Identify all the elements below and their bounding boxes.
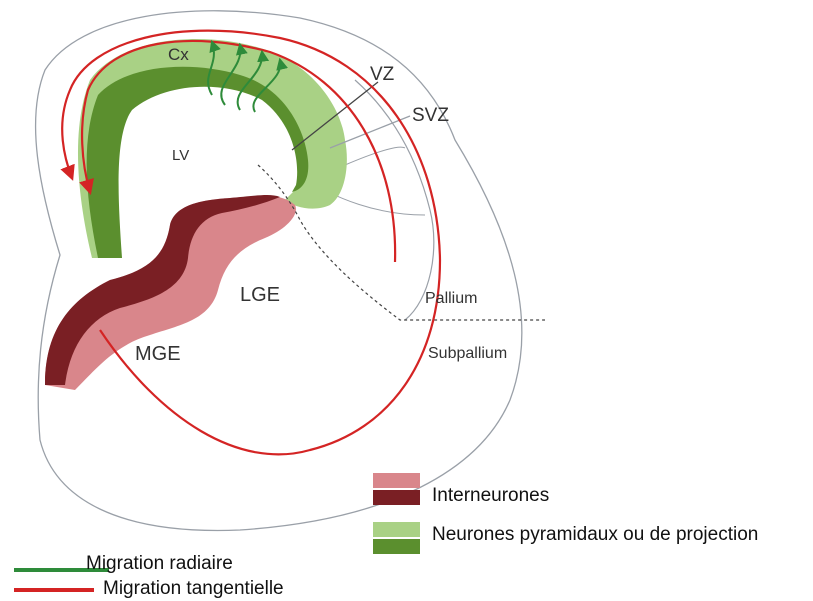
label-mge: MGE: [135, 343, 181, 365]
pyramidal-dark-swatch: [373, 539, 420, 554]
label-lv: LV: [172, 147, 189, 164]
label-cx: Cx: [168, 45, 189, 64]
tangential-migration-line: [14, 588, 94, 592]
label-lge: LGE: [240, 284, 280, 306]
label-vz: VZ: [370, 64, 395, 85]
interneuron-dark-swatch: [373, 490, 420, 505]
interneuron-light-swatch: [373, 473, 420, 488]
legend-pyramidal: Neurones pyramidaux ou de projection: [432, 524, 758, 546]
legend-radial: Migration radiaire: [86, 553, 233, 575]
legend-interneurons: Interneurones: [432, 485, 549, 507]
label-svz: SVZ: [412, 105, 449, 126]
label-pallium: Pallium: [425, 290, 477, 307]
pyramidal-light-swatch: [373, 522, 420, 537]
label-subpallium: Subpallium: [428, 345, 507, 362]
legend-tangential: Migration tangentielle: [103, 578, 284, 600]
